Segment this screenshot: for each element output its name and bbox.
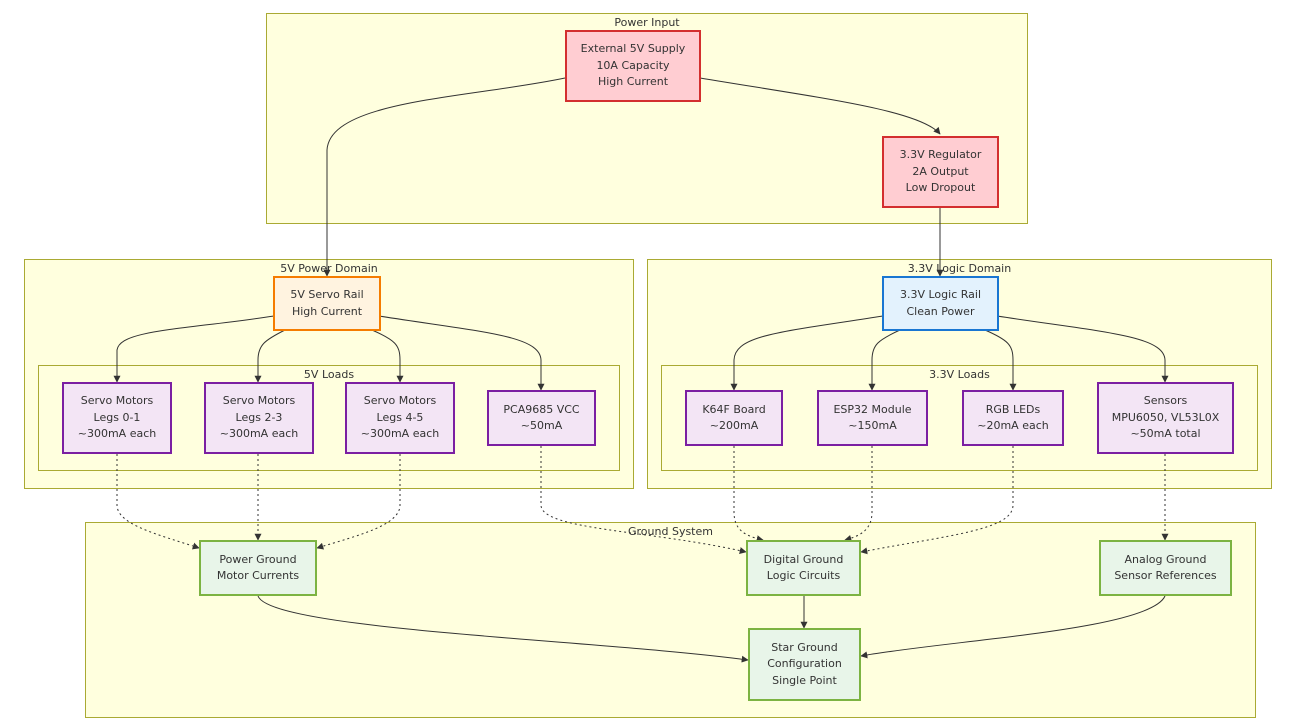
node-text: Servo Motors [80,394,154,408]
edge-analog-ground-to-star [860,595,1166,659]
node-external-5v-supply: External 5V Supply 10A Capacity High Cur… [565,30,701,102]
node-text: ~300mA each [77,427,157,441]
edge-logic-rail-to-k64f [730,315,884,391]
node-sensors: Sensors MPU6050, VL53L0X ~50mA total [1097,382,1234,454]
edge-power-ground-to-star [257,595,749,663]
node-rgb-leds: RGB LEDs ~20mA each [962,390,1064,446]
node-text: 3.3V Regulator [899,148,982,162]
node-text: ~200mA [709,419,759,432]
node-pca9685-vcc: PCA9685 VCC ~50mA [487,390,596,446]
node-text: Sensors [1143,394,1188,408]
edge-rgb-to-digital-ground [860,446,1014,555]
node-text: ~300mA each [219,427,299,441]
edge-k64f-to-digital-ground [733,446,764,543]
node-text: Logic Circuits [766,569,841,582]
edge-pca9685-to-digital-ground [540,446,747,555]
node-text: Star Ground [771,640,838,654]
node-text: ~300mA each [360,427,440,441]
node-text: Legs 0-1 [93,410,141,424]
node-text: PCA9685 VCC [503,402,580,416]
node-text: 10A Capacity [596,58,670,72]
node-text: Servo Motors [363,394,437,408]
node-text: Legs 4-5 [376,410,424,424]
node-text: 3.3V Logic Rail [899,288,982,301]
node-5v-servo-rail: 5V Servo Rail High Current [273,276,381,331]
edge-esp32-to-digital-ground [844,446,873,542]
node-text: Low Dropout [905,181,976,195]
edge-servo-rail-to-servo01 [113,315,275,383]
node-servo-motors-legs-0-1: Servo Motors Legs 0-1 ~300mA each [62,382,172,454]
node-servo-motors-legs-4-5: Servo Motors Legs 4-5 ~300mA each [345,382,455,454]
node-text: External 5V Supply [580,42,686,56]
node-text: MPU6050, VL53L0X [1111,410,1220,424]
node-digital-ground: Digital Ground Logic Circuits [746,540,861,596]
node-text: K64F Board [702,402,766,416]
node-text: Power Ground [219,552,297,566]
node-text: Sensor References [1114,569,1217,582]
node-text: Clean Power [906,304,975,318]
node-analog-ground: Analog Ground Sensor References [1099,540,1232,596]
edge-logic-rail-to-rgb [984,329,1017,391]
node-text: Motor Currents [216,569,300,582]
edge-servo-rail-to-servo45 [371,329,404,383]
cluster-label-5v-loads: 5V Loads [303,368,355,381]
edge-servo01-to-power-ground [116,454,200,550]
cluster-label-3v3-logic-domain: 3.3V Logic Domain [907,262,1012,275]
node-text: Digital Ground [763,552,844,566]
node-text: Legs 2-3 [235,410,283,424]
edge-logic-rail-to-esp32 [868,329,901,391]
node-text: High Current [291,304,363,318]
node-k64f-board: K64F Board ~200mA [685,390,783,446]
node-text: ESP32 Module [833,402,912,416]
edge-servo-rail-to-pca9685 [378,315,545,391]
cluster-label-ground-system: Ground System [628,525,713,538]
node-text: ~50mA total [1130,427,1201,441]
cluster-label-power-input: Power Input [614,16,680,29]
edge-supply-to-servo-rail [323,77,566,277]
edge-supply-to-regulator [699,77,941,135]
node-power-ground: Power Ground Motor Currents [199,540,317,596]
node-text: Configuration [767,657,842,671]
edge-servo45-to-power-ground [316,454,401,550]
edge-servo-rail-to-servo23 [254,329,286,383]
node-text: 5V Servo Rail [290,288,364,301]
node-esp32-module: ESP32 Module ~150mA [817,390,928,446]
cluster-label-3v3-loads: 3.3V Loads [929,368,990,381]
edge-logic-rail-to-sensors [996,315,1169,383]
node-text: High Current [597,75,669,89]
cluster-label-5v-power-domain: 5V Power Domain [280,262,378,275]
node-text: ~50mA [520,419,563,432]
node-servo-motors-legs-2-3: Servo Motors Legs 2-3 ~300mA each [204,382,314,454]
node-text: ~150mA [848,419,897,432]
node-text: Analog Ground [1124,552,1207,566]
node-text: Servo Motors [222,394,296,408]
node-text: ~20mA each [977,419,1049,432]
node-star-ground: Star Ground Configuration Single Point [748,628,861,701]
node-3v3-regulator: 3.3V Regulator 2A Output Low Dropout [882,136,999,208]
node-text: RGB LEDs [985,402,1041,416]
node-text: Single Point [772,673,837,687]
node-3v3-logic-rail: 3.3V Logic Rail Clean Power [882,276,999,331]
node-text: 2A Output [912,164,969,178]
